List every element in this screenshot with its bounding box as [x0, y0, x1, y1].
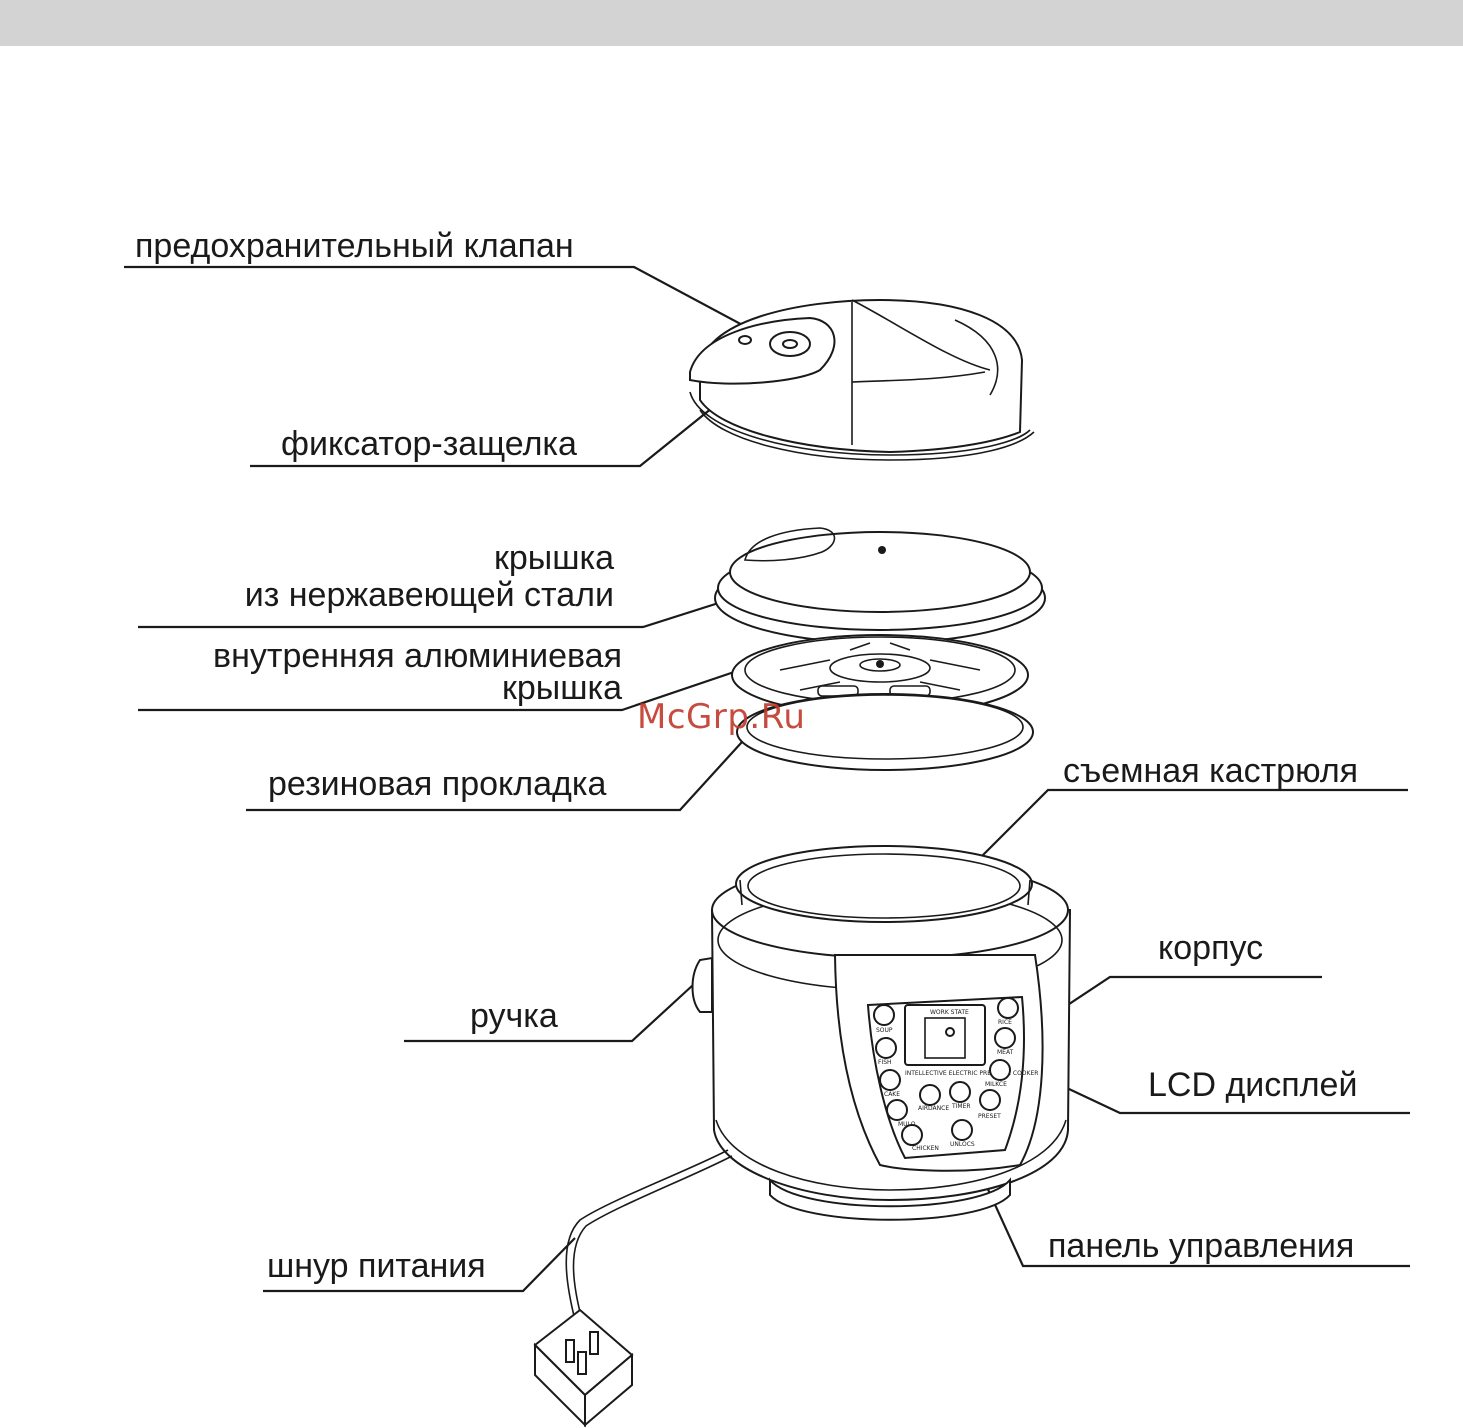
leader-alu-lid — [138, 668, 741, 712]
label-alu-lid-line2: крышка — [501, 669, 622, 707]
leader-safety-valve — [124, 265, 779, 345]
panel-button-chicken: CHICKEN — [912, 1145, 939, 1152]
header-bar — [0, 0, 1463, 46]
panel-button-soup: SOUP — [876, 1027, 893, 1034]
label-gasket: резиновая прокладка — [268, 765, 607, 803]
outer-lid — [689, 298, 1035, 461]
panel-work-state-text: WORK STATE — [930, 1009, 969, 1016]
panel-button-mulo: MULO — [898, 1121, 916, 1128]
label-inner-pot: съемная кастрюля — [1063, 752, 1359, 790]
label-alu-lid-line1: внутренняя алюминиевая — [213, 637, 622, 675]
power-cord-graphic — [533, 1149, 733, 1428]
label-body: корпус — [1158, 929, 1264, 967]
label-steel-lid-line2: из нержавеющей стали — [244, 576, 614, 614]
leader-power-cord — [263, 1237, 576, 1293]
panel-button-preset: PRESET — [978, 1113, 1001, 1120]
panel-button-unlocs: UNLOCS — [950, 1141, 975, 1148]
label-lcd: LCD дисплей — [1148, 1066, 1358, 1104]
label-latch: фиксатор-защелка — [281, 425, 577, 463]
steel-lid — [714, 527, 1046, 644]
label-safety-valve: предохранительный клапан — [135, 227, 574, 265]
label-control-panel: панель управления — [1048, 1227, 1355, 1265]
panel-button-rice: RICE — [998, 1019, 1012, 1026]
panel-button-fish: FISH — [878, 1059, 892, 1066]
panel-button-timer: TIMER — [951, 1103, 971, 1110]
leader-latch — [250, 407, 713, 468]
leader-handle — [404, 984, 694, 1043]
panel-button-meat: MEAT — [997, 1049, 1014, 1056]
leader-steel-lid — [138, 598, 729, 629]
label-steel-lid-line1: крышка — [493, 539, 614, 577]
panel-button-milkce: MILKCE — [985, 1081, 1007, 1088]
rubber-gasket — [736, 693, 1034, 771]
panel-caption-text: INTELLECTIVE ELECTRIC PRESSURE COOKER — [905, 1070, 1038, 1077]
panel-button-cake: CAKE — [884, 1091, 900, 1098]
control-panel-graphic: WORK STATE INTELLECTIVE ELECTRIC PRESSUR… — [866, 995, 1038, 1160]
leader-gasket — [246, 719, 763, 812]
label-power-cord: шнур питания — [267, 1247, 486, 1285]
aluminium-lid — [731, 634, 1029, 716]
watermark-text: McGrp.Ru — [637, 697, 806, 737]
label-handle: ручка — [470, 997, 558, 1035]
panel-button-airdance: AIRDANCE — [918, 1105, 949, 1112]
leader-body — [1041, 975, 1322, 1023]
